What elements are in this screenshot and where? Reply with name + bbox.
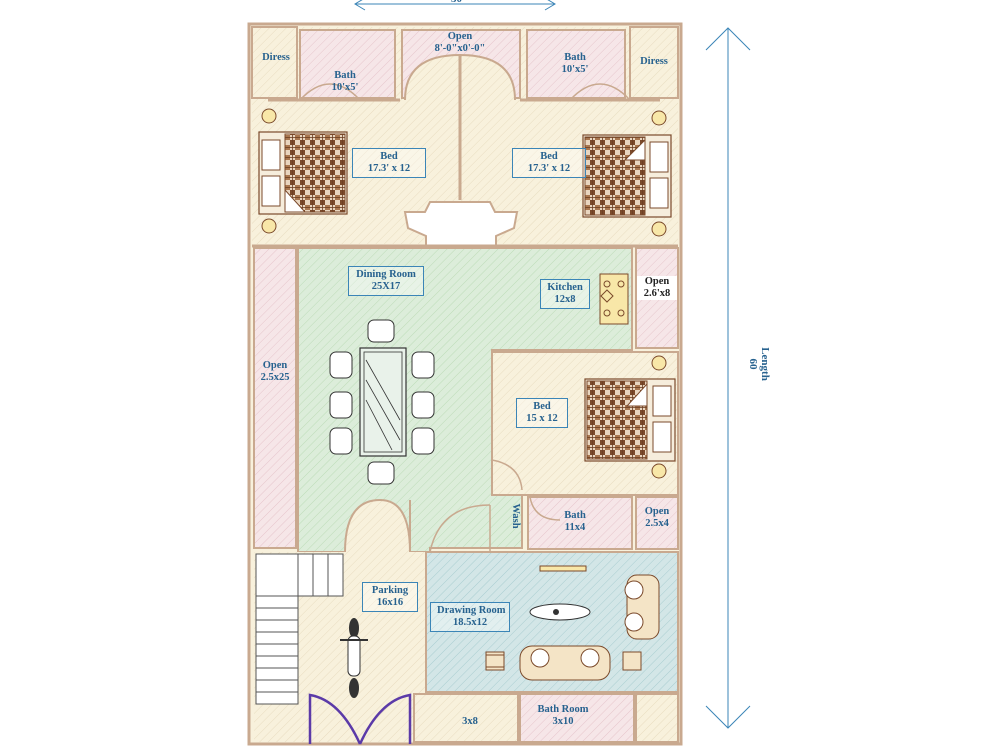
room-name: Wash: [510, 503, 521, 529]
room-bed-middle: Bed 15 x 12: [516, 398, 568, 428]
room-size: 2.5x25: [260, 372, 290, 383]
room-open-left: Open 2.5x25: [254, 360, 296, 384]
room-size: 17.3' x 12: [367, 163, 411, 174]
room-bathroom-bottom: Bath Room 3x10: [528, 704, 598, 728]
room-name: Parking: [371, 585, 409, 596]
room-lobby: 3x8: [450, 716, 490, 728]
room-dining: Dining Room 25X17: [348, 266, 424, 296]
room-size: 2.5x4: [645, 518, 669, 529]
room-wash: Wash: [509, 496, 521, 536]
room-name: Bath: [564, 510, 586, 521]
room-name: Open: [447, 31, 473, 42]
room-size: 11x4: [564, 522, 586, 533]
room-dress-left: Diress: [255, 52, 297, 64]
room-size: 12x8: [554, 294, 576, 305]
length-value-text: 60: [747, 358, 759, 370]
room-dress-right: Diress: [633, 56, 675, 68]
room-bed-left: Bed 17.3' x 12: [352, 148, 426, 178]
room-name: Bath: [564, 52, 586, 63]
room-size: 2.6'x8: [643, 288, 671, 299]
room-name: Kitchen: [547, 282, 583, 293]
main-gate: [308, 693, 412, 745]
motorbike-icon: [340, 618, 368, 698]
room-size: 10'x5': [331, 82, 359, 93]
room-bed-right: Bed 17.3' x 12: [512, 148, 586, 178]
room-size: 3x10: [552, 716, 574, 727]
open-small-area: [635, 496, 679, 550]
room-size: 10'x5': [561, 64, 589, 75]
room-open-kitchen: Open 2.6'x8: [637, 276, 677, 300]
dining-table: [359, 347, 407, 457]
length-label: Length 60: [747, 329, 771, 399]
width-dimension: [354, 0, 556, 11]
bed-right-furniture: [582, 110, 672, 237]
room-size: 8'-0"x0'-0": [434, 43, 486, 54]
room-size: 3x8: [462, 716, 478, 727]
bath-top-left-area: [299, 29, 396, 99]
room-name: Bath: [334, 70, 356, 81]
room-name: Bed: [533, 401, 551, 412]
dining-chairs: [329, 319, 435, 485]
room-open-small: Open 2.5x4: [636, 506, 678, 530]
width-value: 30: [451, 0, 462, 5]
room-size: 25X17: [371, 281, 401, 292]
room-open-top: Open 8'-0"x0'-0": [420, 31, 500, 55]
room-size: 18.5x12: [452, 617, 488, 628]
room-name: Bed: [380, 151, 398, 162]
room-kitchen: Kitchen 12x8: [540, 279, 590, 309]
open-left-area: [253, 247, 297, 549]
room-name: Bed: [540, 151, 558, 162]
room-name: Open: [262, 360, 288, 371]
room-size: 17.3' x 12: [527, 163, 571, 174]
room-bath-top-right: Bath 10'x5': [550, 52, 600, 76]
room-name: Diress: [262, 52, 290, 63]
bathroom-bottom-area: [519, 693, 635, 743]
room-name: Drawing Room: [437, 605, 506, 616]
room-drawing: Drawing Room 18.5x12: [430, 602, 510, 632]
drawing-room-furniture: [485, 565, 660, 681]
kitchen-stove: [599, 273, 629, 325]
staircase: [255, 553, 344, 705]
bed-left-furniture: [258, 108, 348, 234]
room-parking: Parking 16x16: [362, 582, 418, 612]
room-name: Dining Room: [356, 269, 416, 280]
room-bath-top-left: Bath 10'x5': [320, 70, 370, 94]
room-name: Diress: [640, 56, 668, 67]
room-name: Bath Room: [537, 704, 589, 715]
length-dimension: [705, 27, 751, 729]
room-name: Open: [644, 506, 670, 517]
length-label-text: Length: [759, 347, 771, 381]
room-bath-middle: Bath 11x4: [550, 510, 600, 534]
bath-top-right-area: [526, 29, 626, 99]
bed-middle-furniture: [584, 355, 676, 479]
room-size: 15 x 12: [526, 413, 558, 424]
bath-middle-area: [527, 496, 633, 550]
room-name: Open: [644, 276, 670, 287]
room-size: 16x16: [376, 597, 404, 608]
